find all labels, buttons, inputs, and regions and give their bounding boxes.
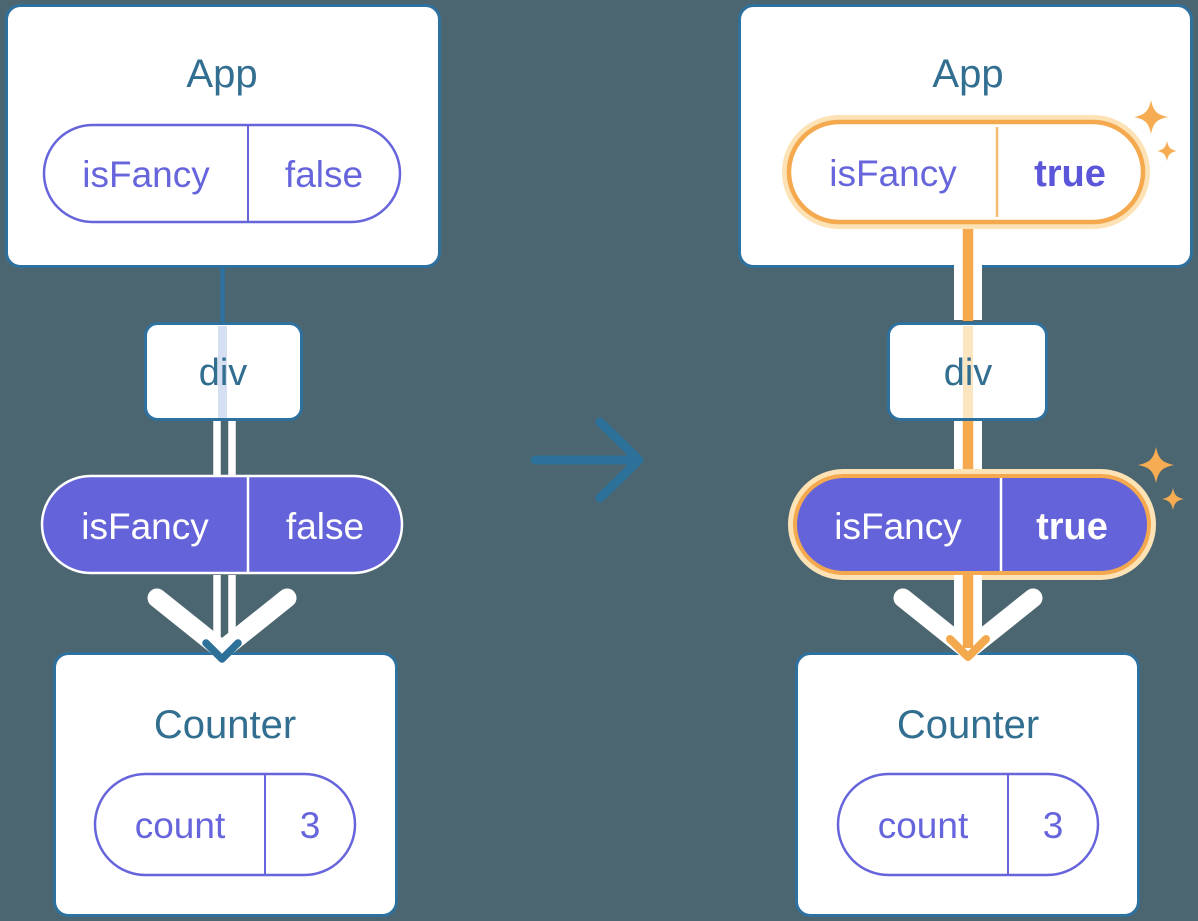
passed-prop-pill — [40, 474, 404, 575]
down-arrowhead-icon — [946, 635, 990, 661]
passed-prop-value-label: true — [1036, 506, 1108, 548]
big-down-chevron-icon — [893, 588, 1043, 660]
state-name-label: count — [135, 805, 226, 846]
app-title: App — [932, 52, 1003, 96]
state-pill — [836, 772, 1100, 877]
counter-title: Counter — [154, 703, 296, 747]
sparkle-icon — [1138, 447, 1174, 483]
passed-prop-name-label: isFancy — [81, 506, 209, 547]
after-tree: App isFancy true div isFancy true — [738, 4, 1193, 917]
sparkle-icon — [1134, 100, 1168, 134]
arrow-head — [595, 417, 644, 503]
state-pill — [93, 772, 357, 877]
prop-pill — [786, 119, 1146, 225]
prop-name-label: isFancy — [829, 153, 957, 194]
passed-prop-value-label: false — [286, 506, 364, 547]
state-value-label: 3 — [1043, 805, 1064, 846]
before-tree: App isFancy false div isFancy false Coun… — [5, 4, 441, 917]
prop-value-label: true — [1034, 153, 1106, 195]
passed-prop-name-label: isFancy — [834, 506, 962, 547]
prop-name-label: isFancy — [82, 154, 210, 195]
sparkle-icon — [1162, 488, 1184, 510]
state-value-label: 3 — [300, 805, 321, 846]
state-name-label: count — [878, 805, 969, 846]
app-title: App — [186, 52, 257, 96]
div-label: div — [944, 352, 993, 394]
prop-pill — [42, 123, 402, 224]
prop-value-label: false — [285, 154, 363, 195]
sparkle-icon — [1157, 141, 1177, 161]
right-arrow-icon — [530, 417, 644, 503]
passed-prop-pill — [793, 474, 1151, 575]
counter-title: Counter — [897, 703, 1039, 747]
div-label: div — [199, 352, 248, 394]
down-arrowhead-icon — [202, 639, 242, 663]
big-down-chevron-icon — [147, 588, 297, 660]
